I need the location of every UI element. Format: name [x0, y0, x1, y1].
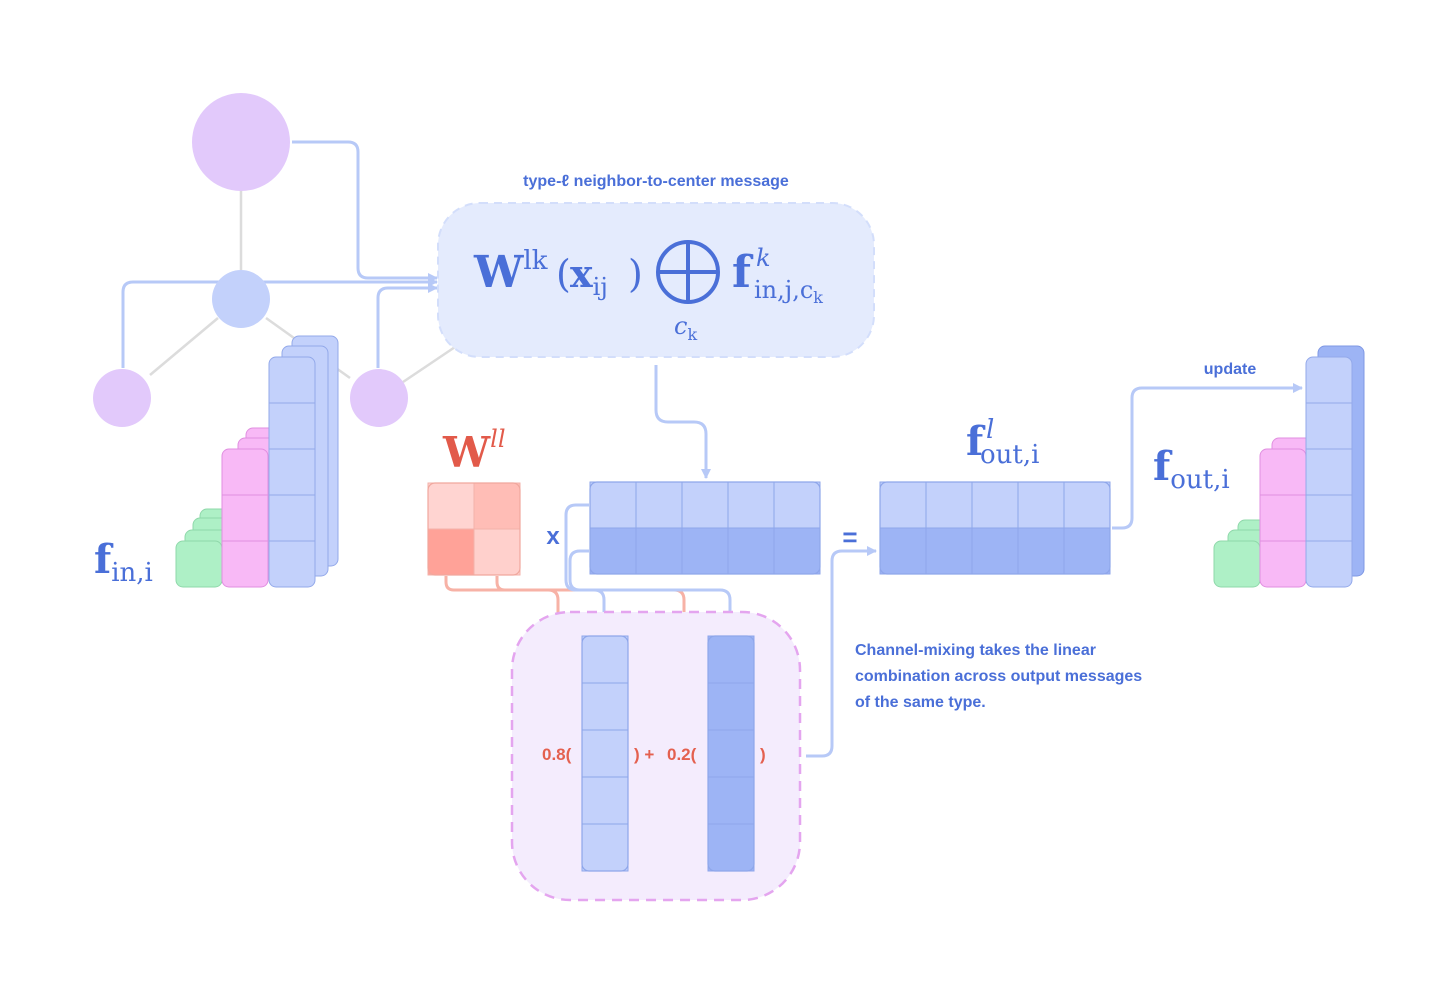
message-f: f	[732, 247, 754, 298]
matrix-cell	[681, 481, 729, 529]
matrix-cell	[925, 527, 973, 575]
connector-update	[1112, 383, 1303, 530]
connector-row-b	[568, 549, 735, 633]
matrix-cell	[879, 481, 927, 529]
matrix-cell	[971, 481, 1019, 529]
oplus-subscript: ck	[674, 312, 697, 344]
matrix-cell	[589, 527, 637, 575]
column-cell	[707, 635, 755, 684]
connector-row-a	[564, 503, 609, 633]
matrix-cell	[925, 481, 973, 529]
matrix-border	[589, 481, 821, 575]
weight-matrix	[427, 482, 521, 576]
caption: Channel-mixing takes the linear combinat…	[855, 642, 1147, 711]
feature-column	[268, 356, 316, 588]
weight-cell	[427, 528, 475, 576]
connector-right-neighbor	[376, 283, 438, 368]
weight-border	[427, 482, 521, 576]
message-formula: Wlk ( xij ) ck f k in,j,ck	[473, 240, 823, 344]
matrix-cell	[971, 527, 1019, 575]
column-cell	[581, 635, 629, 684]
fin-label: fin,i	[94, 536, 153, 588]
feature-cell	[175, 540, 223, 588]
matrix-cell	[727, 481, 775, 529]
connector-message-to-matrix	[654, 365, 711, 479]
matrix-cell	[635, 481, 683, 529]
message-lparen: (	[556, 252, 571, 296]
close-paren-label: )	[760, 745, 766, 764]
weight-cell	[473, 528, 521, 576]
equals-sign: =	[842, 522, 857, 552]
graph-edge	[402, 343, 459, 384]
coef-a-label: 0.8(	[542, 745, 572, 764]
matrix-border	[879, 481, 1111, 575]
message-matrix	[589, 481, 821, 575]
connector-top-neighbor	[292, 140, 438, 283]
message-box	[437, 202, 875, 358]
matrix-cell	[879, 527, 927, 575]
column-cell	[707, 729, 755, 778]
column-border	[581, 635, 629, 872]
coef-b-label: 0.2(	[667, 745, 697, 764]
matrix-cell	[589, 481, 637, 529]
close-plus-label: ) +	[634, 745, 654, 764]
matrix-cell	[1017, 481, 1065, 529]
update-label: update	[1204, 361, 1257, 378]
matrix-cell	[635, 527, 683, 575]
message-W: Wlk	[473, 246, 548, 298]
weight-cell	[473, 482, 521, 530]
fout-label: fout,i	[1153, 443, 1230, 495]
matrix-cell	[773, 527, 821, 575]
matrix-cell	[1063, 481, 1111, 529]
column-cell	[581, 823, 629, 872]
column-cell	[581, 682, 629, 731]
mix-column-b	[707, 635, 755, 872]
matrix-cell	[681, 527, 729, 575]
message-rparen: )	[628, 252, 643, 296]
graph-edge	[149, 317, 219, 376]
column-cell	[707, 682, 755, 731]
oplus-icon	[656, 240, 720, 304]
column-cell	[707, 823, 755, 872]
connector-mix-to-output	[806, 546, 877, 758]
feature-column	[1305, 356, 1353, 588]
weight-cell	[427, 482, 475, 530]
feature-cell	[1213, 540, 1261, 588]
matrix-cell	[773, 481, 821, 529]
message-f-sub: in,j,ck	[754, 276, 823, 307]
feature-column	[221, 448, 269, 588]
center-node	[212, 270, 270, 328]
connector-left-neighbor	[121, 277, 438, 368]
mix-column-a	[581, 635, 629, 872]
neighbor-node-left	[93, 369, 151, 427]
column-cell	[707, 776, 755, 825]
graph	[93, 93, 459, 427]
message-x: xij	[570, 251, 608, 301]
foutl-sup: l	[986, 415, 994, 445]
input-feature-stack	[175, 335, 339, 588]
feature-column	[1259, 448, 1307, 588]
matrix-cell	[727, 527, 775, 575]
message-f-sup: k	[756, 244, 771, 272]
column-border	[707, 635, 755, 872]
column-cell	[581, 729, 629, 778]
output-feature-stack	[1213, 345, 1365, 588]
matrix-cell	[1063, 527, 1111, 575]
foutl-label: f	[966, 418, 986, 465]
times-sign: x	[546, 523, 560, 550]
matrix-cell	[1017, 527, 1065, 575]
output-matrix	[879, 481, 1111, 575]
neighbor-node-right	[350, 369, 408, 427]
neighbor-node-top	[192, 93, 290, 191]
column-cell	[581, 776, 629, 825]
foutl-sub: out,i	[980, 440, 1039, 470]
message-title: type-ℓ neighbor-to-center message	[523, 173, 789, 190]
Wll-label: Wll	[442, 425, 506, 477]
